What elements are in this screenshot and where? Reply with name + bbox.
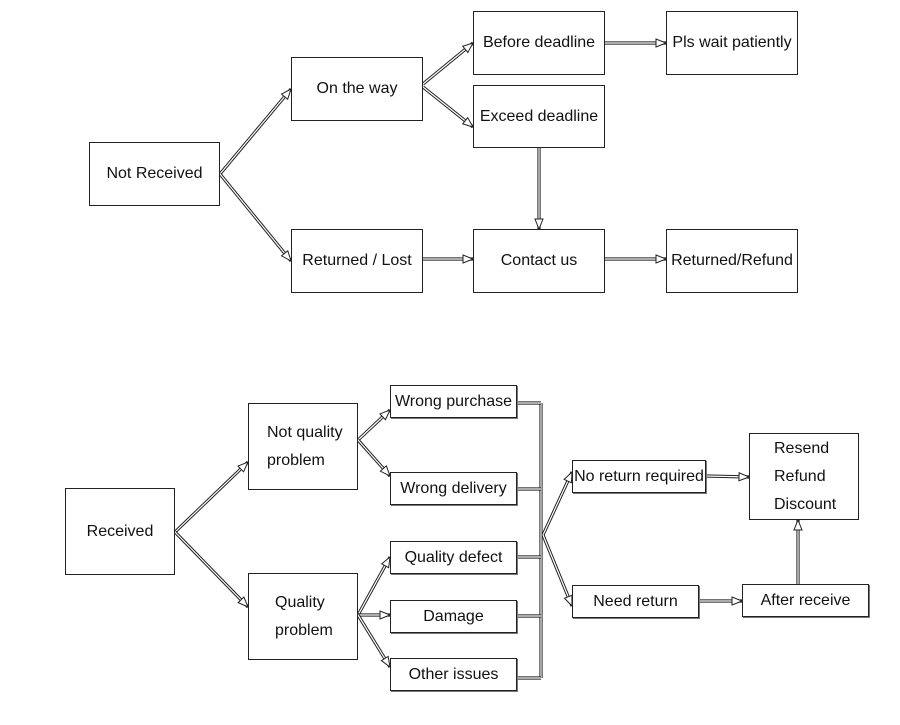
before-deadline-node: Before deadline	[473, 11, 605, 75]
exceed-deadline-label: Exceed deadline	[479, 107, 599, 125]
edge-notquality-wrongpurchase-arrowhead	[379, 409, 391, 421]
damage-node: Damage	[390, 600, 517, 633]
after-receive-node: After receive	[742, 584, 869, 617]
quality-defect-node: Quality defect	[390, 541, 517, 574]
on-the-way-node: On the way	[291, 57, 423, 121]
edge-ontheway-exceed-arrowhead	[461, 116, 475, 128]
edge-noreturn-resend	[705, 472, 751, 482]
edge-ontheway-before	[421, 41, 475, 86]
edge-ontheway-exceed	[422, 85, 475, 129]
before-deadline-label: Before deadline	[482, 34, 596, 51]
edge-notreceived-ontheway-arrowhead	[280, 87, 292, 101]
damage-label: Damage	[423, 607, 484, 625]
edge-notreceived-returnedlost	[218, 172, 293, 263]
edge-notquality-wrongpurchase	[356, 408, 392, 442]
other-issues-label: Other issues	[408, 665, 499, 683]
edge-after-resend-arrowhead	[793, 518, 803, 531]
no-return-label: No return required	[574, 467, 704, 485]
not-received-label: Not Received	[106, 165, 203, 182]
returned-lost-label: Returned / Lost	[302, 252, 412, 269]
not-quality-label: Not quality problem	[267, 423, 343, 469]
returned-refund-node: Returned/Refund	[666, 229, 798, 293]
edge-quality-other	[356, 614, 392, 669]
pls-wait-node: Pls wait patiently	[666, 11, 798, 75]
edge-returnedlost-contact	[423, 254, 475, 264]
received-label: Received	[86, 522, 154, 540]
edge-notquality-wrongdelivery-arrowhead	[379, 465, 391, 478]
edge-needreturn-after-arrowhead	[731, 596, 744, 606]
edge-bus-needreturn-arrowhead	[563, 594, 573, 608]
need-return-node: Need return	[572, 585, 699, 618]
edge-exceed-contact	[534, 148, 544, 231]
edge-needreturn-after	[699, 596, 744, 606]
edge-received-notquality-arrowhead	[237, 461, 249, 473]
need-return-label: Need return	[593, 592, 678, 610]
after-receive-label: After receive	[760, 591, 851, 609]
edge-noreturn-resend-arrowhead	[738, 472, 751, 482]
contact-us-node: Contact us	[473, 229, 605, 293]
wrong-purchase-node: Wrong purchase	[390, 385, 517, 418]
contact-us-label: Contact us	[500, 252, 578, 269]
edge-before-wait	[605, 38, 668, 48]
quality-defect-label: Quality defect	[404, 548, 503, 566]
on-the-way-label: On the way	[316, 80, 398, 97]
edge-quality-defect	[356, 555, 392, 616]
edge-ontheway-before-arrowhead	[461, 42, 475, 54]
not-quality-node: Not quality problem	[248, 403, 358, 490]
edge-returnedlost-contact-arrowhead	[462, 254, 475, 264]
edge-notquality-wrongdelivery	[356, 438, 392, 478]
edge-bus-noreturn-arrowhead	[563, 470, 573, 484]
edge-contact-refund	[605, 254, 668, 264]
quality-label: Quality problem	[275, 593, 333, 639]
edge-received-notquality	[173, 460, 250, 534]
edge-quality-damage	[358, 610, 392, 620]
no-return-node: No return required	[572, 460, 706, 493]
edge-before-wait-arrowhead	[655, 38, 668, 48]
edge-bus-noreturn	[541, 470, 574, 536]
edge-after-resend	[793, 518, 803, 584]
edge-bus-needreturn	[541, 534, 574, 608]
wrong-delivery-label: Wrong delivery	[400, 479, 507, 497]
edge-quality-damage-arrowhead	[379, 610, 392, 620]
exceed-deadline-node: Exceed deadline	[473, 85, 605, 148]
resend-refund-discount-node: Resend Refund Discount	[749, 433, 859, 520]
edge-exceed-contact-arrowhead	[534, 218, 544, 231]
edge-received-quality	[173, 530, 250, 609]
edge-quality-other-arrowhead	[380, 655, 391, 669]
edge-notreceived-returnedlost-arrowhead	[280, 249, 292, 263]
received-node: Received	[65, 488, 175, 575]
quality-node: Quality problem	[248, 573, 358, 660]
edge-contact-refund-arrowhead	[655, 254, 668, 264]
returned-refund-label: Returned/Refund	[671, 252, 793, 269]
edge-quality-defect-arrowhead	[380, 555, 391, 569]
resend-refund-discount-label: Resend Refund Discount	[774, 439, 837, 513]
edge-received-quality-arrowhead	[237, 596, 249, 608]
wrong-purchase-label: Wrong purchase	[394, 392, 513, 410]
pls-wait-label: Pls wait patiently	[672, 34, 792, 51]
other-issues-node: Other issues	[390, 658, 517, 691]
edge-notreceived-ontheway	[218, 87, 293, 176]
returned-lost-node: Returned / Lost	[291, 229, 423, 293]
not-received-node: Not Received	[89, 142, 220, 206]
wrong-delivery-node: Wrong delivery	[390, 472, 517, 505]
